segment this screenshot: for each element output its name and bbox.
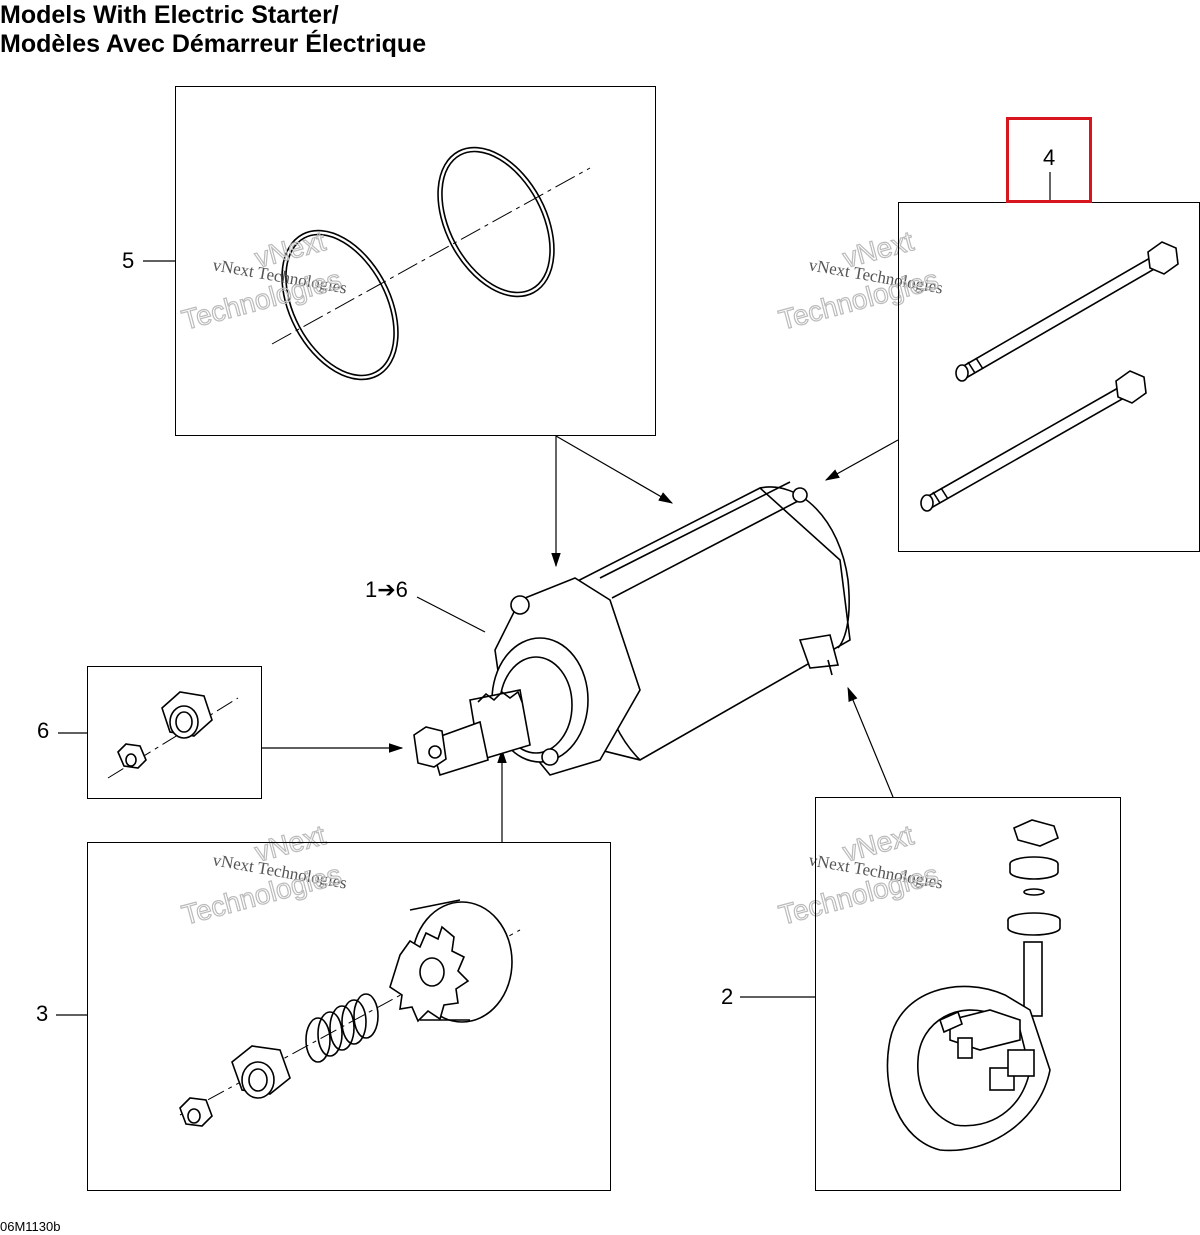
callout-4: 4 — [1043, 145, 1056, 170]
detail-box-5 — [175, 86, 656, 436]
detail-box-3 — [87, 842, 611, 1191]
callout-2: 2 — [721, 984, 734, 1009]
starter-motor-drawing — [413, 481, 851, 777]
figure-code: 06M1130b — [0, 1219, 61, 1234]
callout-4-highlight[interactable] — [1006, 117, 1092, 203]
starter-drive-drawing — [179, 899, 521, 1127]
detail-box-4 — [898, 202, 1200, 552]
nut-set-6-drawing — [107, 691, 239, 779]
callout-6: 6 — [37, 718, 50, 743]
callout-1-to-6: 1➔6 — [365, 577, 408, 602]
leader-arrows — [262, 435, 899, 842]
diagram-title-fr: Modèles Avec Démarreur Électrique — [0, 30, 427, 58]
through-bolt-drawing — [920, 241, 1179, 512]
detail-box-2 — [815, 797, 1121, 1191]
detail-box-6 — [87, 666, 262, 799]
diagram-title-en: Models With Electric Starter/ — [0, 1, 339, 29]
callout-3: 3 — [36, 1001, 49, 1026]
o-ring-drawing — [271, 146, 591, 381]
callout-5: 5 — [122, 248, 135, 273]
brush-holder-drawing — [886, 819, 1061, 1152]
